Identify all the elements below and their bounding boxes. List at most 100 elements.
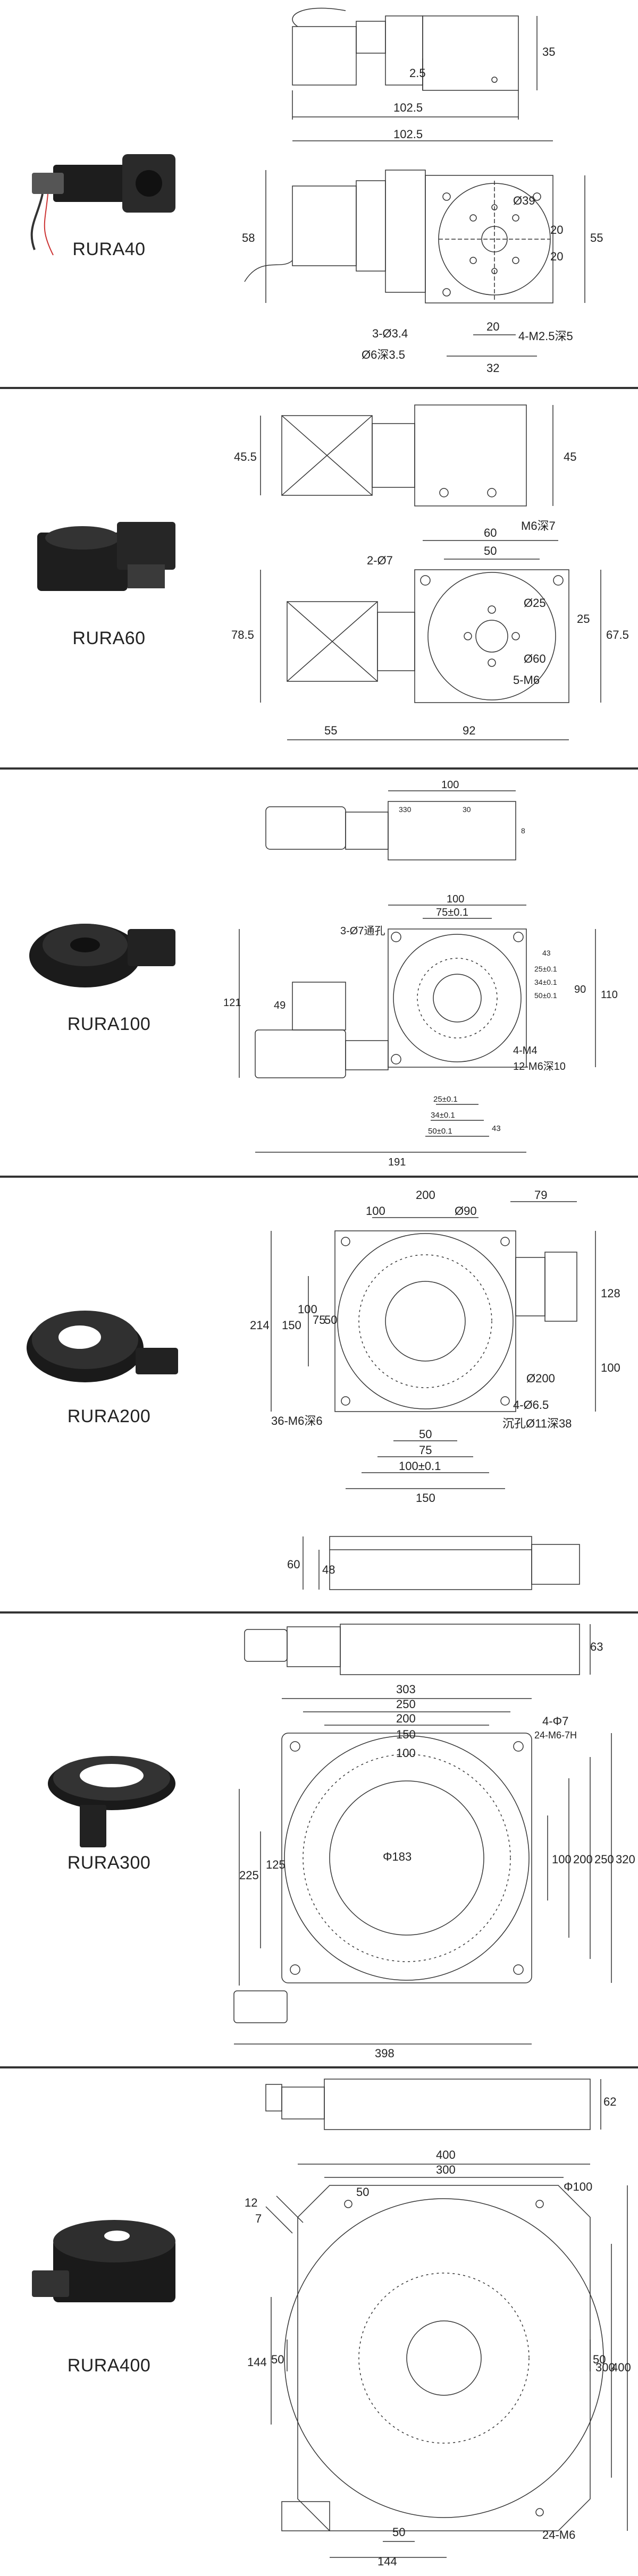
drawing-rura100 <box>239 790 596 1153</box>
dim-hole: 2-Ø7 <box>367 554 393 567</box>
dim-top63: 63 <box>590 1640 603 1653</box>
section-divider <box>0 767 638 770</box>
dim-v200: 200 <box>573 1853 593 1866</box>
dims-rura60: 45.5 45 M6深7 60 50 2-Ø7 Ø25 Ø60 25 67.5 … <box>231 450 629 737</box>
dim-phi60: Ø60 <box>524 652 546 665</box>
dim-thread-top: M6深7 <box>521 519 556 533</box>
dim-h150: 150 <box>282 1319 301 1332</box>
dim-thread: 36-M6深6 <box>271 1414 323 1428</box>
dim-h128: 128 <box>601 1287 620 1300</box>
dim-b25: 25±0.1 <box>433 1095 458 1104</box>
dim-thread: 24-M6 <box>542 2528 575 2541</box>
dim-top-b: 30 <box>463 805 471 814</box>
dim-w191: 191 <box>388 1156 406 1168</box>
dim-thread: 5-M6 <box>513 673 540 687</box>
dim-32: 32 <box>486 361 499 375</box>
dim-w79: 79 <box>534 1188 547 1202</box>
dim-top-h-left: 45.5 <box>234 450 257 463</box>
dims-rura300: 63 303 250 200 150 100 4-Φ7 24-M6-7H 125… <box>239 1640 635 2060</box>
dim-side48: 48 <box>322 1563 335 1576</box>
dim-phi100: Φ100 <box>564 2180 592 2193</box>
dim-h-right: 55 <box>590 231 603 244</box>
dim-counter: 沉孔Ø11深38 <box>502 1417 572 1430</box>
dim-w50: 50 <box>356 2185 369 2199</box>
dim-v100: 100 <box>552 1853 572 1866</box>
dim-h225: 225 <box>239 1869 259 1882</box>
dim-a7: 7 <box>255 2212 262 2225</box>
dim-w200: 200 <box>416 1188 435 1202</box>
product-photo-rura200 <box>27 1311 178 1382</box>
dim-h100r: 100 <box>601 1361 620 1374</box>
dim-a12: 12 <box>245 2196 257 2209</box>
dim-v110: 110 <box>601 989 618 1001</box>
dim-w100: 100 <box>447 893 464 905</box>
dim-b50: 50 <box>392 2526 405 2539</box>
dim-v25: 25 <box>577 612 590 626</box>
product-photo-rura60 <box>37 522 175 591</box>
dim-w55: 55 <box>324 724 337 737</box>
dim-h121: 121 <box>223 997 241 1009</box>
drawing-rura300 <box>233 1624 612 2045</box>
dim-w303: 303 <box>396 1683 416 1696</box>
section-rura60: RURA60 45.5 45 M6深7 60 50 2-Ø7 Ø25 Ø60 2… <box>0 389 638 767</box>
dim-v675: 67.5 <box>606 628 629 641</box>
dim-phi: Ø39 <box>513 194 535 207</box>
dim-phi200: Ø200 <box>526 1372 555 1385</box>
dim-20b: 20 <box>550 250 563 263</box>
model-label: RURA60 <box>72 628 146 648</box>
dim-v43: 43 <box>542 949 551 957</box>
dim-thread: 4-M2.5深5 <box>518 330 573 343</box>
dim-phi25: Ø25 <box>524 596 546 610</box>
dim-hole: 4-Φ7 <box>542 1714 568 1728</box>
model-label: RURA300 <box>67 1853 151 1873</box>
dim-top-h-right: 45 <box>564 450 576 463</box>
dim-h49: 49 <box>274 1000 286 1011</box>
dim-v400: 400 <box>611 2361 631 2374</box>
dim-m6: 12-M6深10 <box>513 1060 566 1072</box>
dim-b100: 100±0.1 <box>399 1459 441 1473</box>
dim-b144: 144 <box>377 2555 397 2568</box>
dim-h144: 144 <box>247 2355 267 2369</box>
dim-w92: 92 <box>463 724 475 737</box>
drawing-rura400 <box>265 2079 628 2558</box>
dim-b75: 75 <box>419 1443 432 1457</box>
dim-w60: 60 <box>484 526 497 539</box>
product-photo-rura100 <box>29 924 175 987</box>
dim-top62: 62 <box>603 2095 616 2108</box>
dim-v90: 90 <box>574 984 586 995</box>
dim-w75: 75±0.1 <box>436 907 468 918</box>
dim-h75: 75 <box>313 1313 325 1327</box>
dim-v50: 50±0.1 <box>534 991 557 1000</box>
dim-20a: 20 <box>550 223 563 237</box>
dim-holes: 4-Ø6.5 <box>513 1398 549 1412</box>
dims-rura100: 100 330 30 8 100 75±0.1 3-Ø7通孔 43 25±0.1… <box>223 779 618 1168</box>
dim-b50: 50±0.1 <box>428 1127 452 1136</box>
dim-w250: 250 <box>396 1697 416 1711</box>
dim-gap: 2.5 <box>409 66 426 80</box>
dims-rura200: 200 79 100 Ø90 214 150 100 75 50 128 100… <box>250 1188 620 1576</box>
dims-rura40: 35 102.5 2.5 102.5 58 55 Ø39 20 20 20 32… <box>242 45 603 375</box>
dim-w150: 150 <box>396 1728 416 1741</box>
dim-w100: 100 <box>396 1746 416 1760</box>
dim-hole1: 3-Ø3.4 <box>372 327 408 340</box>
section-divider <box>0 2066 638 2068</box>
dim-v25: 25±0.1 <box>534 965 557 973</box>
dim-v320: 320 <box>616 1853 635 1866</box>
dim-h-left: 58 <box>242 231 255 244</box>
model-label: RURA400 <box>67 2355 151 2376</box>
dim-v34: 34±0.1 <box>534 978 557 986</box>
section-rura40: RURA40 35 102.5 2.5 <box>0 0 638 388</box>
dim-v250: 250 <box>594 1853 614 1866</box>
model-label: RURA100 <box>67 1014 151 1034</box>
dim-b43: 43 <box>492 1124 501 1133</box>
dim-phi90: Ø90 <box>455 1204 477 1218</box>
model-label: RURA40 <box>72 239 146 259</box>
dim-top-w: 102.5 <box>393 101 423 114</box>
dim-w400: 400 <box>436 2148 456 2161</box>
dim-h50l: 50 <box>271 2353 284 2366</box>
section-rura400: RURA400 62 400 300 50 12 7 Φ100 144 50 5… <box>0 2068 638 2576</box>
dim-hole2: Ø6深3.5 <box>362 348 405 361</box>
dim-h100l: 100 <box>298 1303 317 1316</box>
dim-top-r: 8 <box>521 826 525 835</box>
dim-side60: 60 <box>287 1558 300 1571</box>
